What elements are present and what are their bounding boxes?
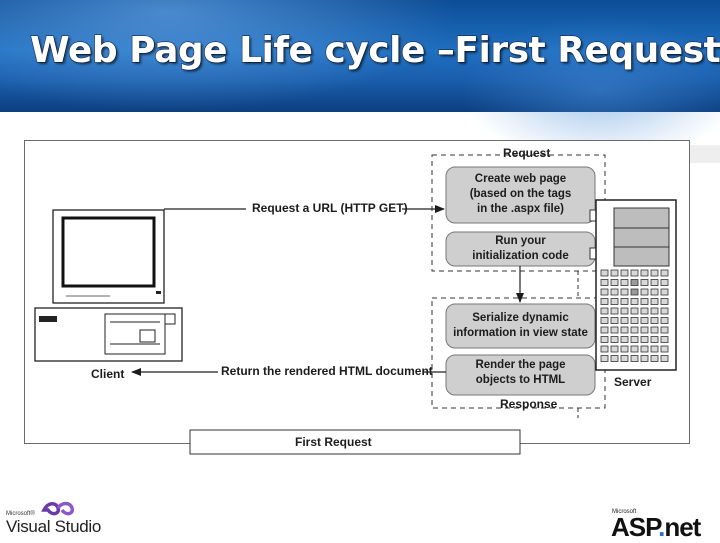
server-icon — [589, 199, 677, 371]
response-label: Response — [500, 397, 558, 411]
slide-title: Web Page Life cycle –First Request — [29, 29, 720, 71]
vs-microsoft-label: Microsoft® — [6, 511, 35, 517]
step-box-3 — [445, 303, 596, 349]
asp-net-suffix: net — [664, 512, 701, 542]
request-label: Request — [503, 146, 551, 160]
title-banner — [0, 0, 720, 170]
step-3-label: Serialize dynamic information in view st… — [453, 312, 588, 339]
server-label: Server — [614, 375, 652, 389]
step-box-1 — [445, 166, 596, 224]
asp-net-logo: ASP.net — [611, 512, 701, 543]
asp-microsoft-label: Microsoft — [612, 509, 637, 515]
visual-studio-logo-icon — [41, 501, 75, 516]
client-label: Client — [91, 367, 125, 381]
asp-name: ASP — [611, 512, 659, 542]
step-2-label: Run your initialization code — [472, 235, 569, 262]
step-1-label: Create web page (based on the tags in th… — [469, 173, 572, 215]
return-html-label: Return the rendered HTML document — [221, 364, 433, 378]
caption-label: First Request — [295, 435, 372, 449]
client-computer-icon — [34, 209, 183, 362]
asp-dot: . — [658, 512, 665, 542]
caption-box — [189, 429, 521, 455]
step-4-label: Render the page objects to HTML — [475, 359, 566, 386]
frame-edge — [686, 145, 720, 163]
request-url-label: Request a URL (HTTP GET) — [252, 201, 408, 215]
vs-name-label: Visual Studio — [6, 517, 102, 536]
step-box-4 — [445, 354, 596, 396]
